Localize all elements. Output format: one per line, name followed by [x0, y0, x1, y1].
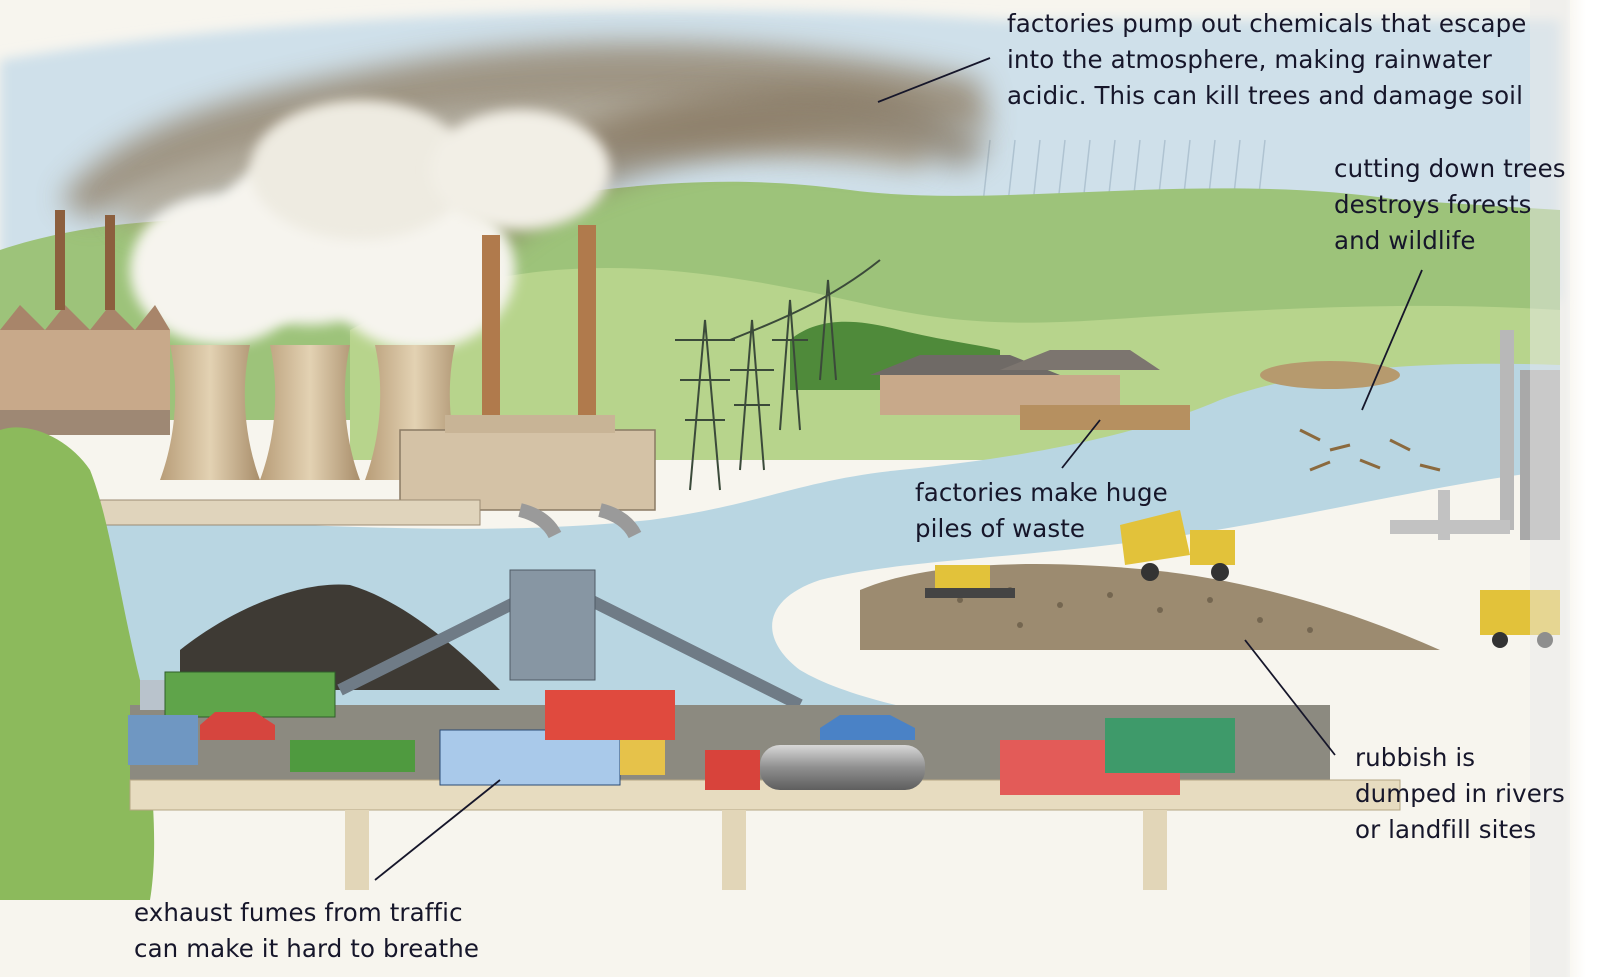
pointer-cutting-trees — [1361, 269, 1423, 411]
page-edge — [1565, 0, 1600, 977]
label-exhaust-fumes: exhaust fumes from traffic can make it h… — [134, 898, 480, 963]
coal-silo — [509, 569, 596, 681]
cliff-foliage — [0, 427, 155, 900]
pointer-factory-waste — [1061, 419, 1101, 469]
left-factory — [0, 210, 170, 435]
pointer-exhaust — [374, 779, 501, 881]
label-factory-waste: factories make huge piles of waste — [915, 478, 1168, 543]
bulldozer — [925, 565, 1015, 598]
pointer-acid-rain — [877, 57, 991, 103]
coal-heap — [180, 584, 500, 690]
floating-logs — [1299, 428, 1441, 472]
traffic — [128, 671, 1235, 795]
tipper-truck — [1120, 510, 1235, 581]
pointer-rubbish — [1244, 639, 1336, 756]
label-cutting-trees: cutting down trees destroys forests and … — [1334, 154, 1566, 255]
label-rubbish: rubbish is dumped in rivers or landfill … — [1355, 743, 1565, 844]
rubbish-heap — [860, 564, 1440, 650]
log-raft — [1260, 361, 1400, 389]
label-acid-rain: factories pump out chemicals that escape… — [1007, 9, 1527, 110]
conveyor — [337, 594, 803, 711]
chimney-left — [482, 235, 500, 415]
chimney-right — [578, 225, 596, 415]
smoke-plumes — [60, 42, 990, 350]
page-fold-shadow — [1530, 0, 1570, 977]
electricity-pylons — [675, 259, 881, 491]
power-station — [99, 415, 656, 539]
sawmill-factory — [870, 350, 1190, 430]
label-pointers — [374, 57, 1423, 881]
